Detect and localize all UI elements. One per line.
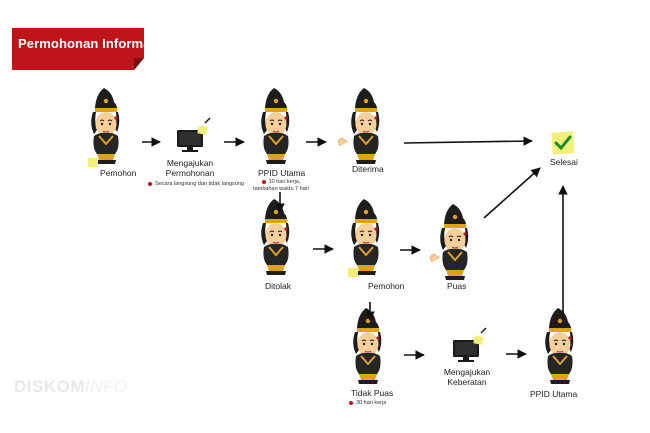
ppid-utama-2-label: PPID Utama — [530, 389, 578, 399]
puas-figure — [430, 203, 470, 281]
bullet-icon — [261, 179, 266, 184]
bullet-icon — [349, 400, 353, 405]
ppid-utama-1-label: PPID Utama — [258, 168, 306, 178]
puas-label: Puas — [447, 281, 467, 291]
diskominfo-watermark: DISKOMINFO — [14, 377, 128, 397]
arrow — [403, 136, 533, 146]
computer-icon — [176, 117, 211, 153]
diterima-label: Diterima — [352, 164, 384, 174]
tidak-puas-figure — [352, 307, 383, 385]
arrow — [483, 167, 541, 219]
tidak-puas-note: 30 hari kerja — [349, 400, 386, 407]
selesai-label: Selesai — [550, 157, 578, 167]
label-line-1: Mengajukan — [166, 158, 214, 168]
title-banner — [12, 28, 144, 70]
checkmark-icon — [551, 131, 575, 155]
bullet-icon — [148, 181, 152, 186]
computer-icon — [452, 327, 487, 363]
ditolak-label: Ditolak — [265, 281, 291, 291]
label-line-2: Keberatan — [447, 377, 487, 387]
page-title: Permohonan Informasi — [18, 36, 162, 51]
note-line-1: 10 hari kerja, — [268, 179, 301, 185]
ditolak-figure — [260, 198, 291, 276]
note-text: 30 hari kerja — [356, 400, 387, 406]
watermark-bold: DISKOM — [14, 377, 85, 396]
tidak-puas-label: Tidak Puas — [351, 388, 394, 398]
pemohon-1-figure — [88, 87, 121, 167]
diterima-figure — [338, 87, 381, 165]
ppid-utama-2-figure — [544, 307, 575, 385]
mengajukan-keberatan-label: Mengajukan Keberatan — [442, 367, 492, 387]
watermark-light: INFO — [85, 377, 128, 396]
pemohon-2-figure — [348, 198, 381, 277]
label-line-1: Mengajukan — [443, 367, 491, 377]
pemohon-1-label: Pemohon — [100, 168, 137, 178]
pemohon-2-label: Pemohon — [368, 281, 405, 291]
mengajukan-permohonan-label: Mengajukan Permohonan — [165, 158, 215, 178]
ppid-utama-1-note: 10 hari kerja, tambahan waktu 7 hari — [252, 179, 310, 193]
mengajukan-permohonan-note: Secara langsung dan tidak langsung — [148, 181, 244, 188]
ppid-utama-1-figure — [260, 87, 291, 165]
note-text: Secara langsung dan tidak langsung — [155, 181, 244, 187]
label-line-2: Permohonan — [165, 168, 215, 178]
note-line-2: tambahan waktu 7 hari — [253, 186, 309, 192]
